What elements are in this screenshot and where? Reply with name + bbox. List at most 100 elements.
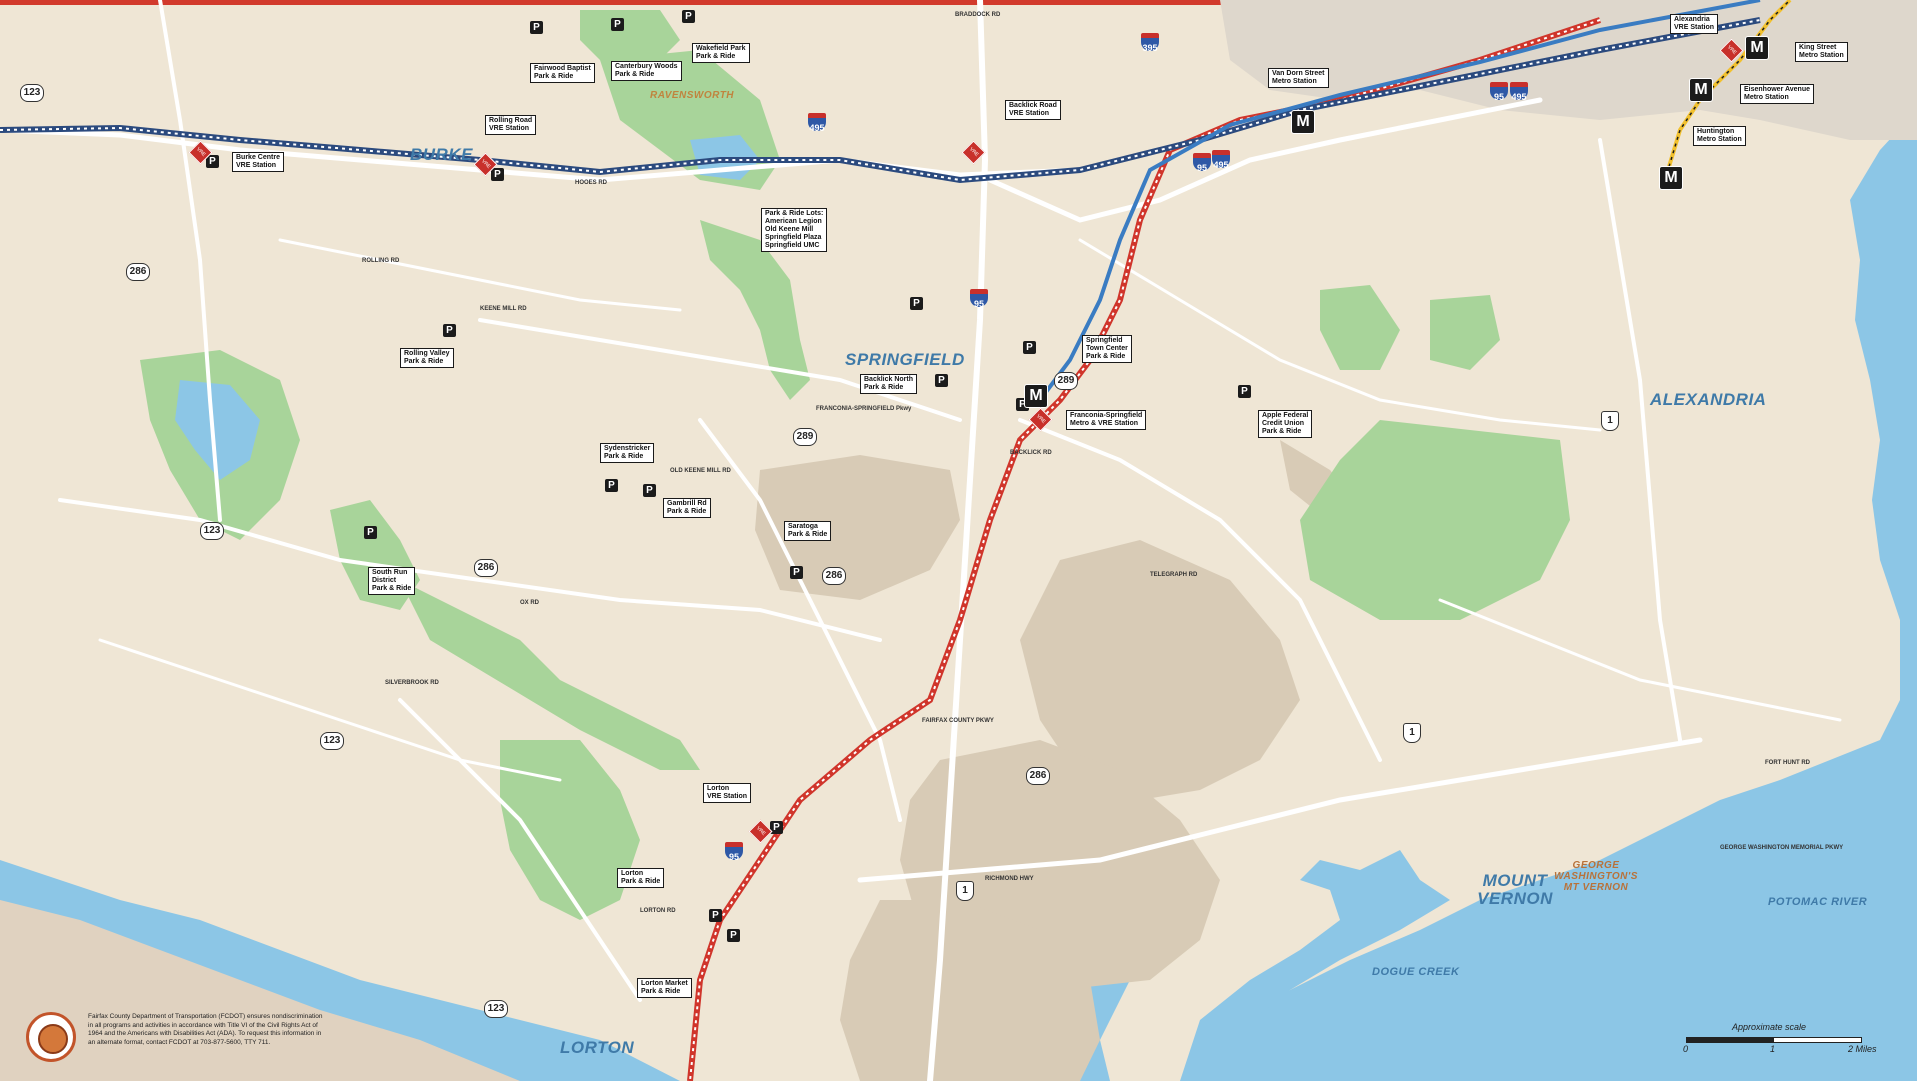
parking-pin[interactable]: P xyxy=(443,324,456,337)
lee-district-park xyxy=(1430,295,1500,370)
road-label: KEENE MILL RD xyxy=(480,306,527,312)
pnr-south-run[interactable]: South Run District Park & Ride xyxy=(368,567,416,595)
metro-station-king-street[interactable]: M xyxy=(1745,36,1769,60)
parking-pin[interactable]: P xyxy=(682,10,695,23)
pnr-rolling-valley[interactable]: Rolling Valley Park & Ride xyxy=(400,348,454,368)
pnr-wakefield-park[interactable]: Wakefield Park Park & Ride xyxy=(692,43,750,63)
potomac-river xyxy=(1180,110,1917,1081)
burke-lake xyxy=(175,380,260,480)
pohick-stream-valley xyxy=(400,580,700,770)
route-shield: 289 xyxy=(793,428,817,446)
road-label: LORTON RD xyxy=(640,908,676,914)
interstate-shield: 495 xyxy=(1510,82,1528,102)
pnr-lorton[interactable]: Lorton Park & Ride xyxy=(617,868,665,888)
station-burke-centre-vre[interactable]: Burke Centre VRE Station xyxy=(232,152,284,172)
station-huntington-metro[interactable]: Huntington Metro Station xyxy=(1693,126,1746,146)
parking-pin[interactable]: P xyxy=(206,155,219,168)
place-mount-vernon: MOUNT VERNON xyxy=(1477,871,1553,908)
station-backlick-road-vre[interactable]: Backlick Road VRE Station xyxy=(1005,100,1061,120)
parking-pin[interactable]: P xyxy=(364,526,377,539)
scale-tick: 1 xyxy=(1770,1044,1776,1054)
footer-notice: Fairfax County Department of Transportat… xyxy=(26,1009,326,1069)
metro-station-franconia[interactable]: M xyxy=(1024,384,1048,408)
road-label: FAIRFAX COUNTY PKWY xyxy=(922,718,994,724)
ravensworth-green xyxy=(580,10,680,60)
place-dogue-creek: DOGUE CREEK xyxy=(1372,966,1460,978)
pnr-gambrill[interactable]: Gambrill Rd Park & Ride xyxy=(663,498,711,518)
road-label: GEORGE WASHINGTON MEMORIAL PKWY xyxy=(1720,845,1844,851)
parking-pin[interactable]: P xyxy=(611,18,624,31)
interstate-shield: 395 xyxy=(1141,33,1159,53)
station-lorton-vre[interactable]: Lorton VRE Station xyxy=(703,783,752,803)
top-accent-bar xyxy=(0,0,1917,5)
scale-bar: Approximate scale 0 1 2 Miles xyxy=(1680,1022,1880,1062)
interstate-shield: 495 xyxy=(808,113,826,133)
parking-pin[interactable]: P xyxy=(1023,341,1036,354)
pnr-canterbury-woods[interactable]: Canterbury Woods Park & Ride xyxy=(611,61,682,81)
route-shield: 286 xyxy=(1026,767,1050,785)
route-shield: 123 xyxy=(20,84,44,102)
road-label: BRADDOCK RD xyxy=(955,12,1001,18)
metro-blue-line xyxy=(1038,0,1761,402)
station-eisenhower-metro[interactable]: Eisenhower Avenue Metro Station xyxy=(1740,84,1815,104)
metro-station-huntington[interactable]: M xyxy=(1659,166,1683,190)
route-shield: 123 xyxy=(320,732,344,750)
fairfax-county-seal xyxy=(26,1012,76,1062)
road-label: ROLLING RD xyxy=(362,258,400,264)
station-king-street-metro[interactable]: King Street Metro Station xyxy=(1795,42,1848,62)
fort-belvoir-south xyxy=(840,900,1100,1081)
station-rolling-road-vre[interactable]: Rolling Road VRE Station xyxy=(485,115,537,135)
place-ravensworth: RAVENSWORTH xyxy=(650,90,735,101)
station-franconia-springfield[interactable]: Franconia-Springfield Metro & VRE Statio… xyxy=(1066,410,1147,430)
road-label: SILVERBROOK RD xyxy=(385,680,439,686)
interstate-shield: 95 xyxy=(970,289,988,309)
road-label: FORT HUNT RD xyxy=(1765,760,1810,766)
lorton-park xyxy=(500,740,640,920)
parking-pin[interactable]: P xyxy=(1238,385,1251,398)
station-alexandria-vre[interactable]: Alexandria VRE Station xyxy=(1670,14,1719,34)
road-label: FRANCONIA-SPRINGFIELD Pkwy xyxy=(816,406,912,412)
pnr-saratoga[interactable]: Saratoga Park & Ride xyxy=(784,521,832,541)
fort-belvoir-north xyxy=(1020,540,1300,800)
place-burke: BURKE xyxy=(410,145,473,164)
interstate-shield: 95 xyxy=(1490,82,1508,102)
parking-pin[interactable]: P xyxy=(530,21,543,34)
parking-pin[interactable]: P xyxy=(935,374,948,387)
parking-pin[interactable]: P xyxy=(643,484,656,497)
pnr-fairwood-baptist[interactable]: Fairwood Baptist Park & Ride xyxy=(530,63,595,83)
route-shield: 286 xyxy=(474,559,498,577)
pnr-apple-federal[interactable]: Apple Federal Credit Union Park & Ride xyxy=(1258,410,1313,438)
pnr-sydenstricker[interactable]: Sydenstricker Park & Ride xyxy=(600,443,655,463)
parking-pin[interactable]: P xyxy=(727,929,740,942)
scale-tick: 2 Miles xyxy=(1848,1044,1877,1054)
parking-pin[interactable]: P xyxy=(491,168,504,181)
landmark-mt-vernon: GEORGE WASHINGTON'S MT VERNON xyxy=(1554,860,1638,893)
pnr-springfield-lots[interactable]: Park & Ride Lots: American Legion Old Ke… xyxy=(761,208,828,252)
parking-pin[interactable]: P xyxy=(605,479,618,492)
parking-pin[interactable]: P xyxy=(910,297,923,310)
place-springfield: SPRINGFIELD xyxy=(845,350,965,369)
dogue-creek xyxy=(1180,850,1450,1081)
parking-pin[interactable]: P xyxy=(709,909,722,922)
occoquan-land xyxy=(0,900,520,1081)
road-label: HOOES RD xyxy=(575,180,608,186)
road-label: OLD KEENE MILL RD xyxy=(670,468,731,474)
station-van-dorn-metro[interactable]: Van Dorn Street Metro Station xyxy=(1268,68,1329,88)
pnr-springfield-town-center[interactable]: Springfield Town Center Park & Ride xyxy=(1082,335,1132,363)
us-route-shield: 1 xyxy=(1403,723,1421,743)
pnr-lorton-market[interactable]: Lorton Market Park & Ride xyxy=(637,978,692,998)
interstate-shield: 95 xyxy=(1193,153,1211,173)
pnr-backlick-north[interactable]: Backlick North Park & Ride xyxy=(860,374,918,394)
interstate-shield: 95 xyxy=(725,842,743,862)
road-label: BACKLICK RD xyxy=(1010,450,1052,456)
vre-fredericksburg-line xyxy=(687,17,1601,1081)
metro-station-van-dorn[interactable]: M xyxy=(1291,110,1315,134)
metro-station-eisenhower[interactable]: M xyxy=(1689,78,1713,102)
parking-pin[interactable]: P xyxy=(790,566,803,579)
parking-pin[interactable]: P xyxy=(770,821,783,834)
route-shield: 123 xyxy=(484,1000,508,1018)
place-alexandria: ALEXANDRIA xyxy=(1650,390,1767,409)
route-shield: 286 xyxy=(126,263,150,281)
